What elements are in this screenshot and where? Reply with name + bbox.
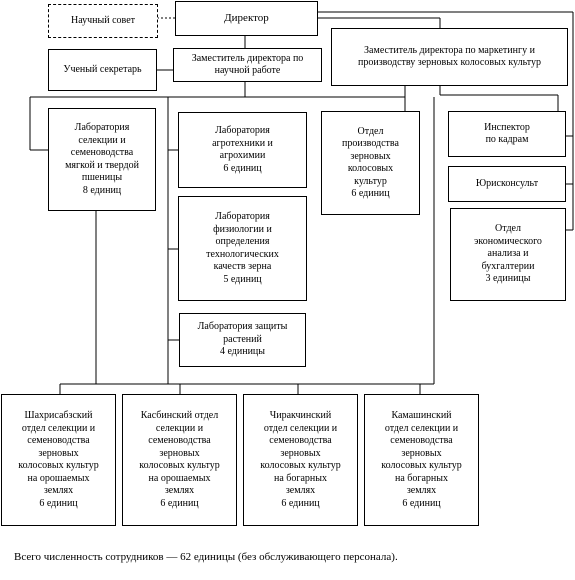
box-dept-economics: Отдел экономического анализа и бухгалтер…: [450, 208, 566, 301]
box-deputy-marketing: Заместитель директора по маркетингу и пр…: [331, 28, 568, 86]
box-branch-kasbi: Касбинский отдел селекции и семеноводств…: [122, 394, 237, 526]
box-dept-production: Отдел производства зерновых колосовых ку…: [321, 111, 420, 215]
box-lab-breeding: Лаборатория селекции и семеноводства мяг…: [48, 108, 156, 211]
box-lab-agrotechnics: Лаборатория агротехники и агрохимии 6 ед…: [178, 112, 307, 188]
box-branch-shakhrisabz: Шахрисабзский отдел селекции и семеновод…: [1, 394, 116, 526]
box-secretary: Ученый секретарь: [48, 49, 157, 91]
staff-total-note: Всего численность сотрудников — 62 едини…: [14, 551, 398, 563]
box-deputy-science: Заместитель директора по научной работе: [173, 48, 322, 82]
box-lab-protection: Лаборатория защиты растений 4 единицы: [179, 313, 306, 367]
box-scientific-council: Научный совет: [48, 4, 158, 38]
box-hr-inspector: Инспектор по кадрам: [448, 111, 566, 157]
box-lab-physiology: Лаборатория физиологии и определения тех…: [178, 196, 307, 301]
box-branch-chirakchi: Чиракчинский отдел селекции и семеноводс…: [243, 394, 358, 526]
box-legal: Юрисконсульт: [448, 166, 566, 202]
box-director: Директор: [175, 1, 318, 36]
box-branch-kamashi: Камашинский отдел селекции и семеноводст…: [364, 394, 479, 526]
